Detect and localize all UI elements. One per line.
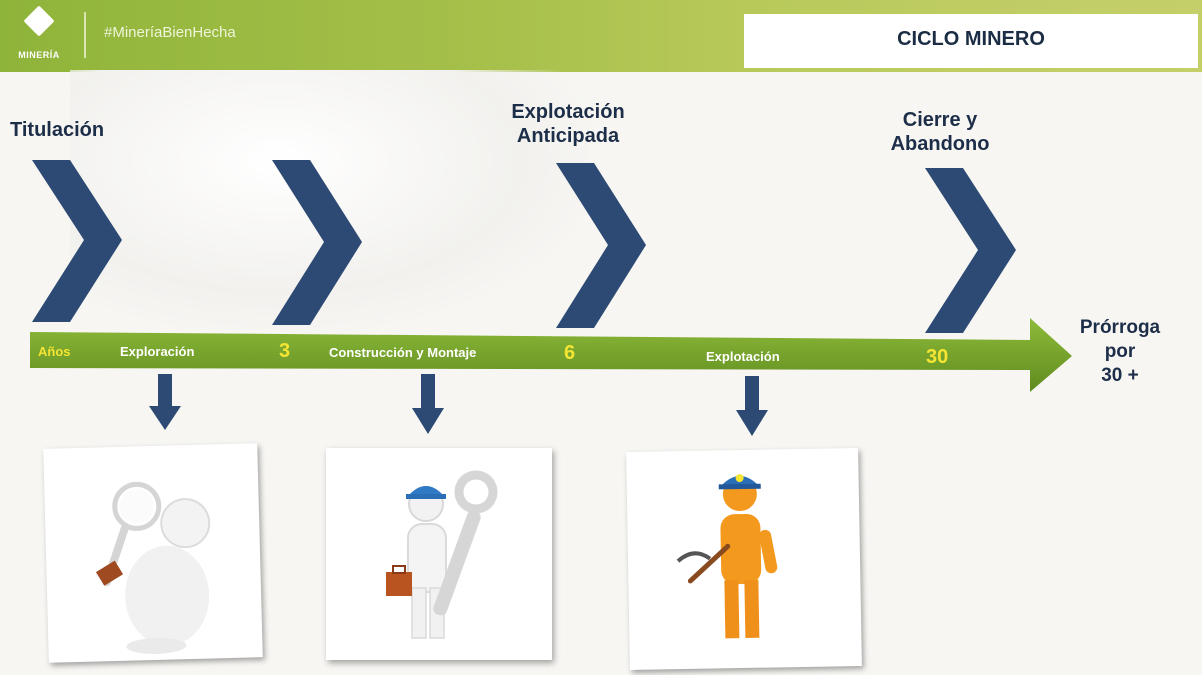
anos-label: Años [38,344,71,359]
prorroga-line-3: 30 + [1101,365,1139,386]
arrow-down-icon [412,374,444,434]
arrow-down-icon [736,376,768,436]
phase-line-1: Explotación [511,101,625,123]
magnifier-figure-icon [95,481,211,654]
prorroga-line-2: por [1104,341,1136,362]
wrench-worker-icon [386,470,498,639]
prorroga-label: Prórroga por 30 + [1070,316,1170,388]
phase-construccion-label: Construcción y Montaje [329,345,477,360]
phase-label-cierre-abandono: Cierre y Abandono [870,108,1010,156]
header-banner: MINERÍA #MineríaBienHecha CICLO MINERO [0,0,1202,72]
phase-line-1: Cierre y [902,109,978,131]
prorroga-line-1: Prórroga [1079,317,1161,338]
phase-explotacion-label: Explotación [706,349,780,364]
exploration-card [43,443,263,663]
year-3-label: 3 [279,340,291,362]
year-30-label: 30 [926,346,949,368]
year-6-label: 6 [564,342,576,364]
phase-line-2: Abandono [890,133,990,155]
logo-text: MINERÍA [18,50,60,60]
header-divider [84,12,86,58]
page-title: CICLO MINERO [897,28,1045,50]
miner-pickaxe-icon [676,474,778,639]
phase-line-2: Anticipada [516,125,620,147]
chevron-right-icon [32,160,122,322]
chevron-right-icon [272,160,362,325]
hashtag-text: #MineríaBienHecha [104,24,236,41]
title-box: CICLO MINERO [744,14,1198,68]
chevron-right-icon [556,163,646,328]
mining-card [626,447,862,671]
phase-label-explotacion-anticipada: Explotación Anticipada [488,100,648,148]
construction-card [326,448,552,660]
phase-exploracion-label: Exploración [120,344,195,359]
chevron-right-icon [925,168,1016,333]
arrow-down-icon [149,374,181,430]
mineria-logo: MINERÍA [6,5,72,64]
phase-label-titulacion: Titulación [10,119,105,141]
timeline-bar [30,318,1072,392]
